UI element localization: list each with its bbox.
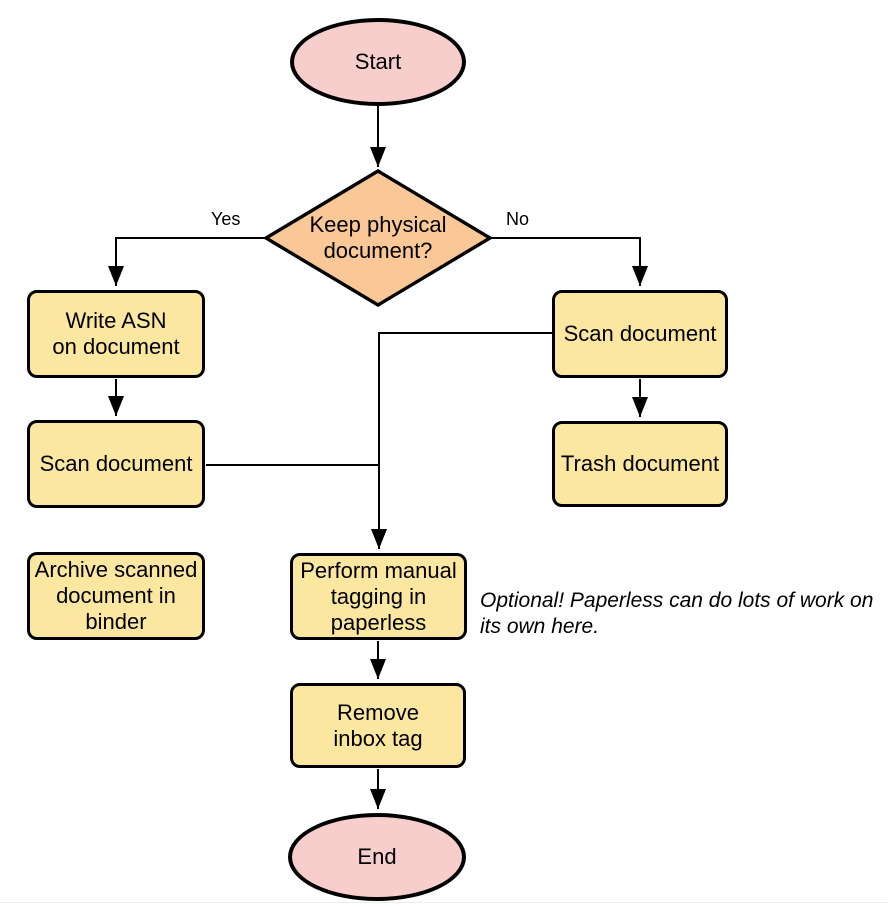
bottom-edge-line [0,902,888,903]
decision-diamond-shape [262,169,494,307]
node-decision-label: Keep physical document? [309,212,447,263]
node-write-asn: Write ASN on document [27,290,205,378]
node-scan-document-right-label: Scan document [563,321,717,346]
edge-decision-no-to-scan-right [490,237,648,286]
node-archive-binder-label: Archive scanned document in binder [34,557,198,634]
node-end-label: End [357,844,397,869]
node-scan-document-left: Scan document [27,420,205,508]
node-start-label: Start [354,49,402,74]
edge-label-yes: Yes [211,209,241,229]
node-remove-inbox-tag: Remove inbox tag [290,683,466,768]
optional-note: Optional! Paperless can do lots of work … [480,589,874,638]
node-write-asn-label: Write ASN on document [52,308,180,359]
edge-label-no: No [506,209,530,229]
node-trash-document-label: Trash document [560,451,720,476]
node-archive-binder: Archive scanned document in binder [27,552,205,640]
node-trash-document: Trash document [552,421,728,507]
node-remove-inbox-tag-label: Remove inbox tag [333,699,423,751]
node-scan-document-left-label: Scan document [39,451,193,476]
node-manual-tagging: Perform manual tagging in paperless [290,553,467,640]
node-start: Start [290,18,466,106]
edge-scan-right-to-tagging [371,332,552,549]
node-scan-document-right: Scan document [552,290,728,378]
node-manual-tagging-label: Perform manual tagging in paperless [300,557,457,635]
edge-decision-yes-to-write-asn [108,237,265,286]
node-end: End [288,813,466,901]
